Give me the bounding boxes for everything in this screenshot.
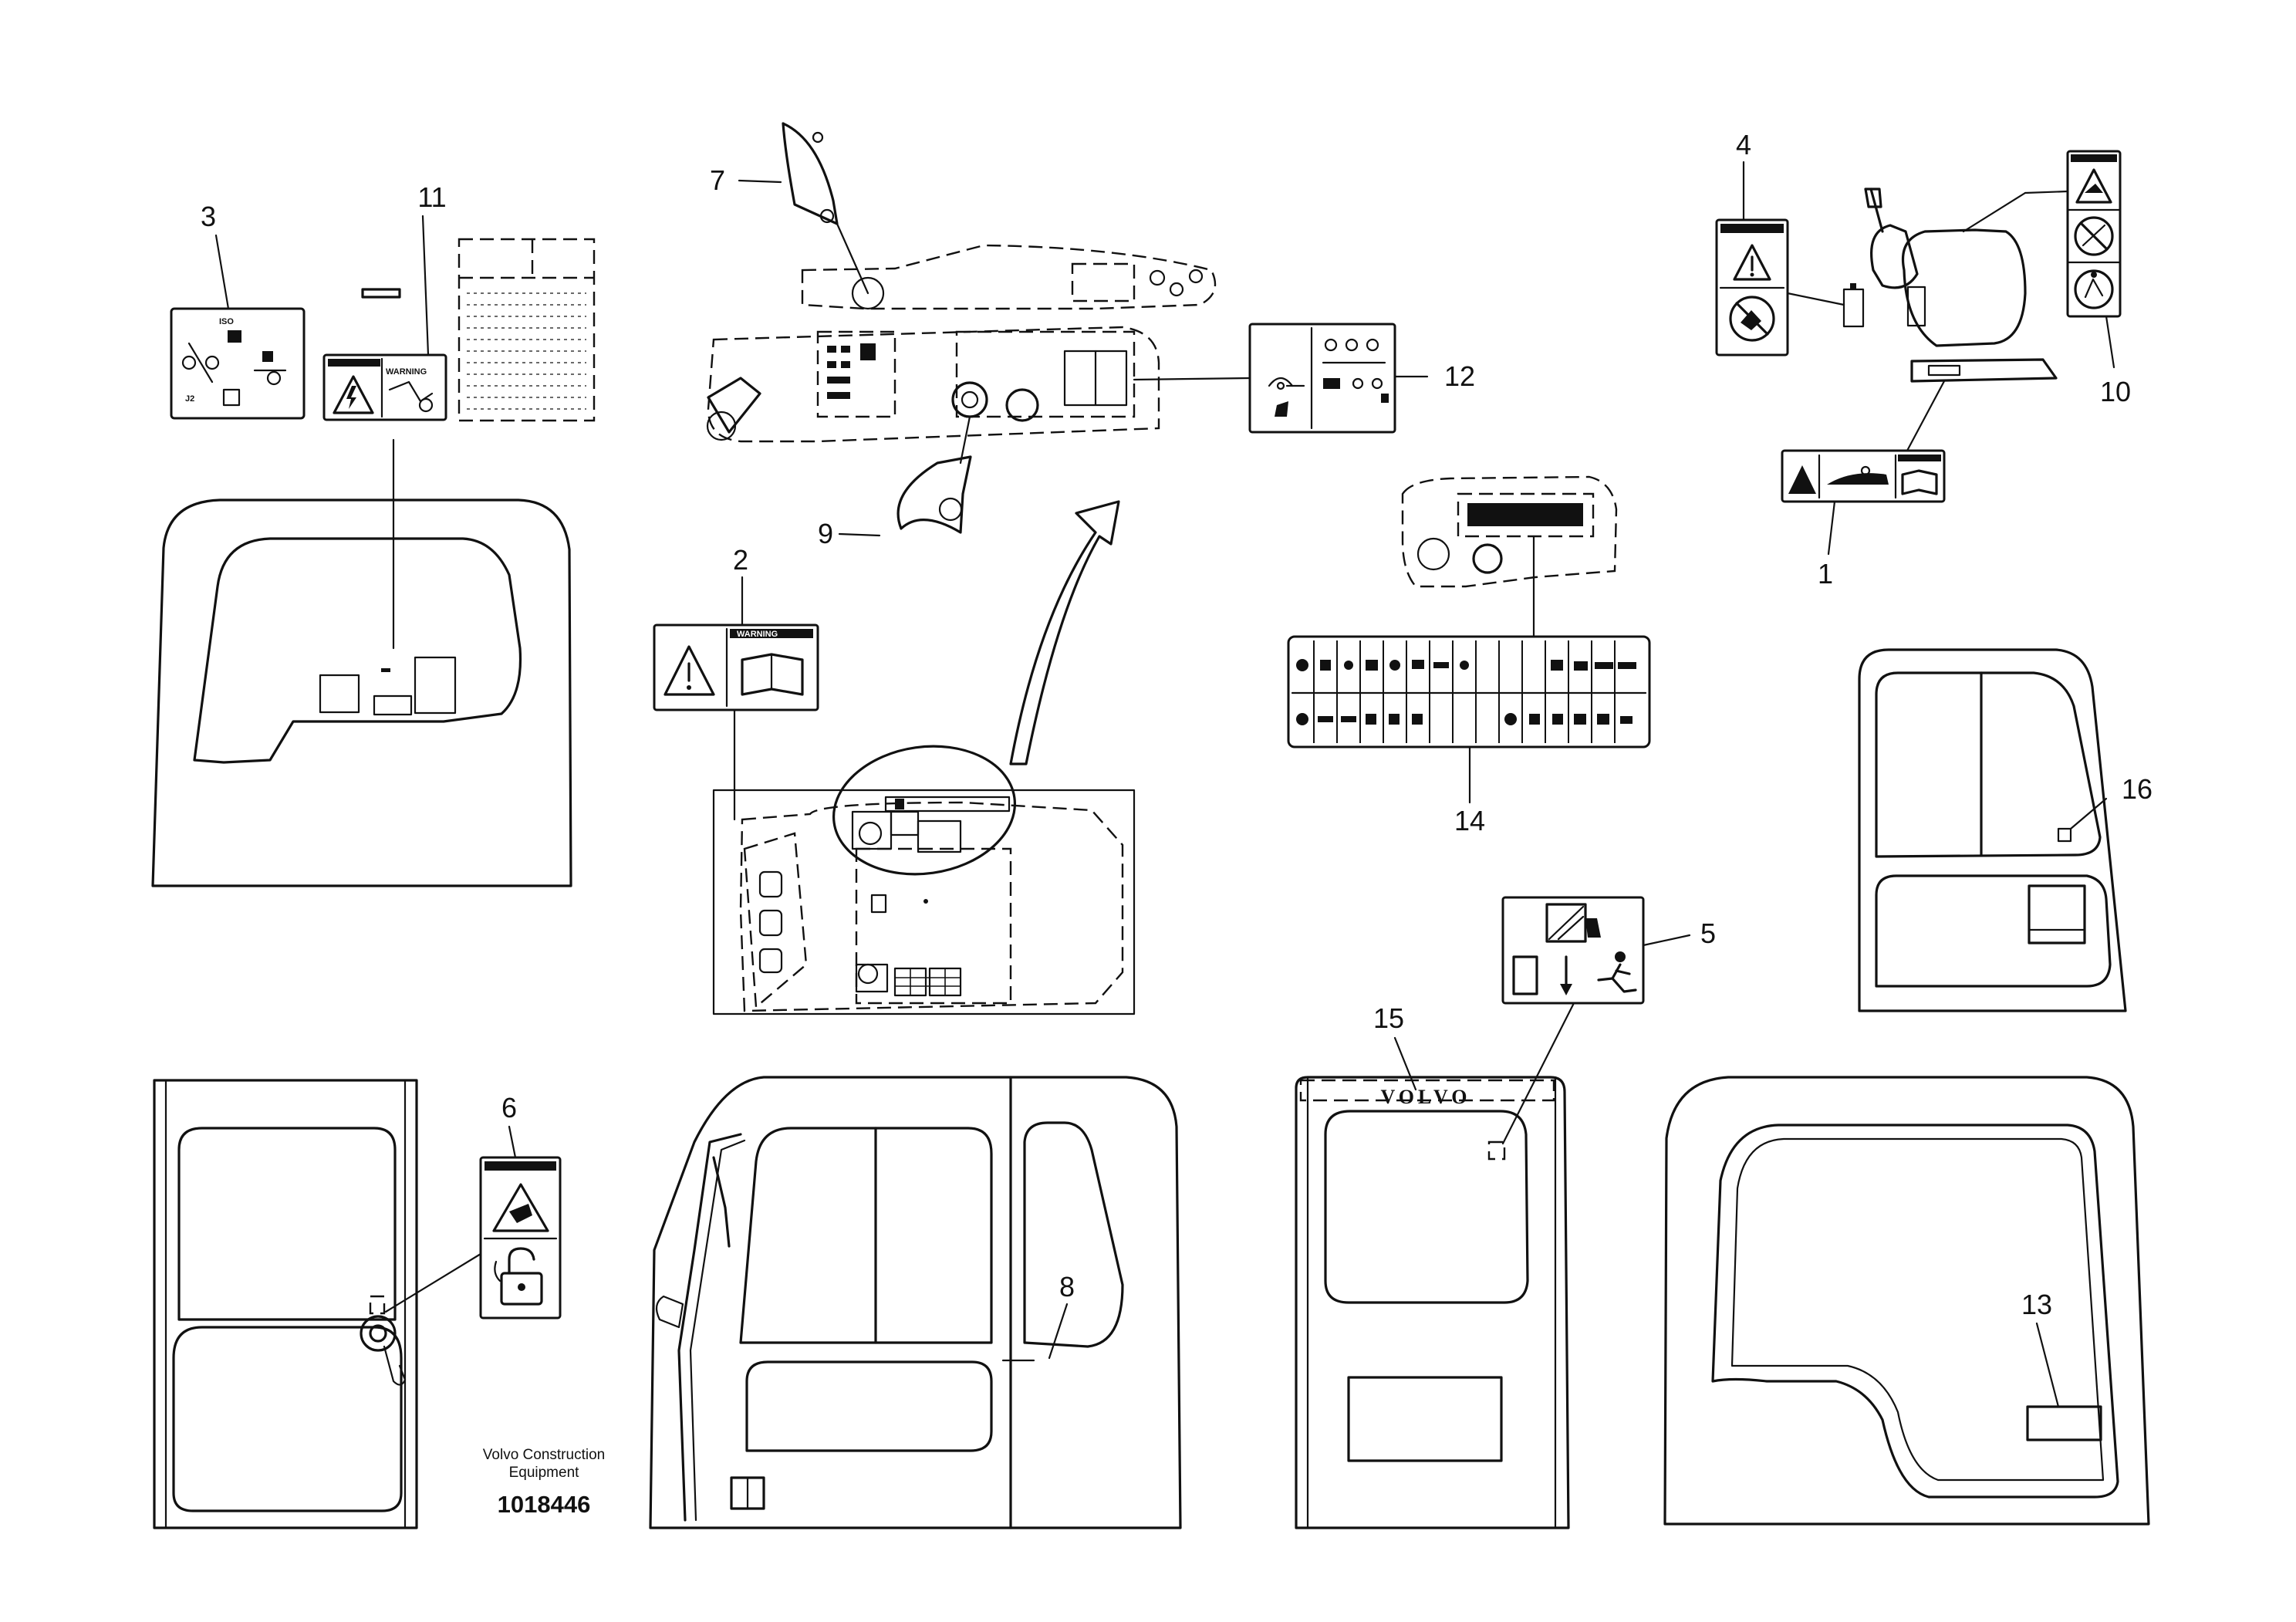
cab-rear-view xyxy=(153,1079,418,1529)
callout-14: 14 xyxy=(1454,805,1485,836)
cab-door-outer-view xyxy=(1663,1076,2150,1526)
decal-2-read-manual-warning: WARNING xyxy=(653,623,819,711)
cab-front-view xyxy=(1295,1076,1570,1529)
callout-15: 15 xyxy=(1373,1002,1404,1034)
switch-console-view xyxy=(706,122,1217,534)
decal-5-emergency-exit xyxy=(1501,896,1645,1005)
callout-6: 6 xyxy=(501,1092,517,1124)
decal-14-monitor-symbols xyxy=(1287,635,1651,748)
company-line-1: Volvo Construction xyxy=(482,1447,606,1463)
cab-ceiling-panel-view xyxy=(151,438,572,887)
callout-8: 8 xyxy=(1059,1271,1075,1303)
callout-16: 16 xyxy=(2122,773,2152,805)
control-lever-view xyxy=(1842,188,2058,383)
callout-11: 11 xyxy=(417,181,446,213)
part-number: 1018446 xyxy=(497,1491,591,1518)
decal-6-lock-warning xyxy=(479,1156,562,1320)
company-caption: Volvo Construction Equipment xyxy=(432,1446,656,1482)
decal-1-warning-strip xyxy=(1781,449,1946,503)
callout-10: 10 xyxy=(2100,376,2131,407)
svg-text:J2: J2 xyxy=(185,394,194,404)
ghost-decal-sheet xyxy=(458,238,596,422)
callout-12: 12 xyxy=(1444,360,1475,392)
company-line-2: Equipment xyxy=(508,1465,579,1481)
decal-11-electrical-warning: WARNING xyxy=(322,353,447,421)
monitor-panel-view xyxy=(1401,475,1618,638)
svg-text:WARNING: WARNING xyxy=(386,367,427,377)
callout-2: 2 xyxy=(733,544,748,576)
callout-9: 9 xyxy=(818,518,833,549)
svg-text:ISO: ISO xyxy=(219,317,234,326)
callout-5: 5 xyxy=(1700,917,1716,949)
callout-7: 7 xyxy=(710,164,725,196)
decal-3-control-pattern: ISO J2 xyxy=(170,307,306,420)
volvo-brand-plate: VOLVO xyxy=(1381,1086,1471,1108)
cab-floor-plan-view xyxy=(712,745,1136,1015)
callout-4: 4 xyxy=(1736,129,1751,161)
callout-3: 3 xyxy=(201,201,216,232)
callout-1: 1 xyxy=(1818,558,1833,590)
decal-10-safety-symbols xyxy=(2066,150,2122,318)
callout-13: 13 xyxy=(2021,1289,2052,1320)
decal-4-warning-lever xyxy=(1715,218,1789,357)
cab-side-view xyxy=(649,1076,1182,1529)
svg-text:WARNING: WARNING xyxy=(737,630,778,639)
door-interior-view xyxy=(1858,648,2127,1012)
decal-12-switch-symbols xyxy=(1248,323,1396,434)
